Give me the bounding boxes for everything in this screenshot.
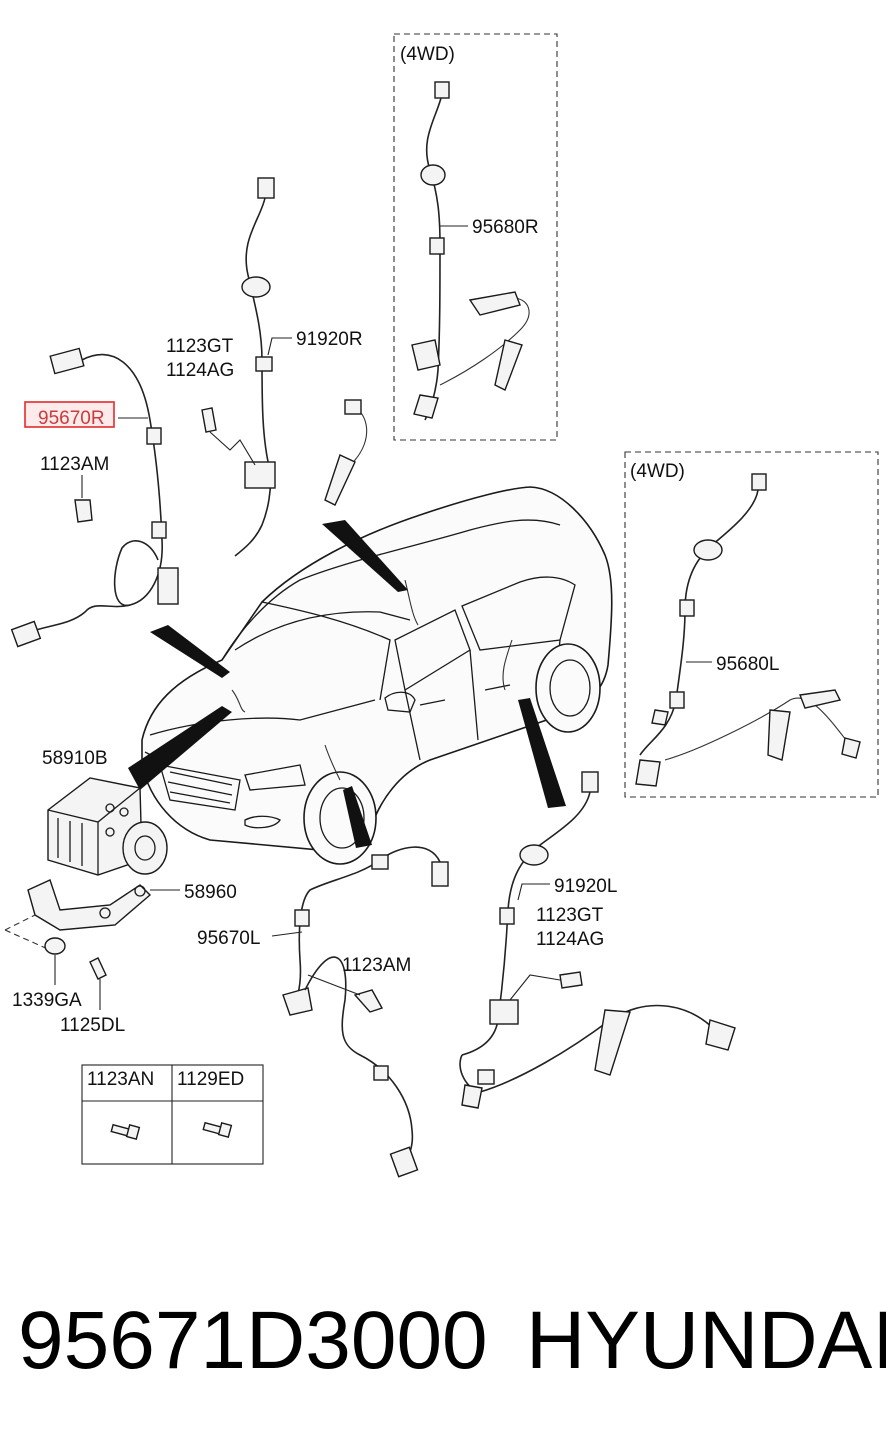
label-1124AG-bot: 1124AG (536, 929, 604, 950)
pointer-abs (128, 706, 232, 790)
label-1123AM-top: 1123AM (40, 454, 109, 475)
sensor-95680R (411, 81, 530, 421)
vehicle-illustration (141, 486, 613, 865)
4wd-box-right (624, 451, 879, 798)
label-1123AM-bot: 1123AM (342, 955, 411, 976)
bracket-58960 (4, 879, 152, 1010)
highlight-box (24, 401, 115, 428)
harness-91920R (201, 177, 368, 557)
label-1339GA: 1339GA (12, 990, 82, 1011)
sensor-95670L (282, 846, 449, 1178)
harness-91920L (459, 771, 736, 1109)
4wd-box-top (393, 33, 558, 441)
sensor-95670R (10, 347, 179, 648)
label-58960: 58960 (184, 882, 237, 903)
label-95670L: 95670L (197, 928, 260, 949)
label-58910B: 58910B (42, 748, 108, 769)
label-91920L: 91920L (554, 876, 617, 897)
pointer-front-right (150, 625, 230, 678)
label-1123GT-top: 1123GT (166, 336, 234, 357)
fastener-table: 1123AN 1129ED (81, 1064, 264, 1165)
fastener-col1-header: 1123AN (87, 1069, 154, 1090)
label-95670R: 95670R (38, 408, 105, 429)
label-1123GT-bot: 1123GT (536, 905, 604, 926)
abs-module-58910B (47, 777, 168, 876)
footer-part-number: 95671D3000 (18, 1295, 488, 1386)
label-95680L: 95680L (716, 654, 779, 675)
fastener-col2-header: 1129ED (177, 1069, 244, 1090)
footer-brand: HYUNDAI (526, 1295, 886, 1386)
bolt-icon-1129ED (202, 1121, 233, 1138)
label-95680R: 95680R (472, 217, 539, 238)
label-1125DL: 1125DL (60, 1015, 125, 1036)
label-4wd-top: (4WD) (400, 44, 455, 65)
pointer-rear-right (322, 520, 408, 592)
pointer-rear-left (518, 698, 566, 808)
bolt-icon-1123AN (110, 1123, 141, 1140)
label-4wd-right: (4WD) (630, 461, 685, 482)
sensor-95680L (635, 473, 861, 787)
label-1124AG-top: 1124AG (166, 360, 234, 381)
pointer-front-left (343, 786, 372, 848)
label-91920R: 91920R (296, 329, 363, 350)
